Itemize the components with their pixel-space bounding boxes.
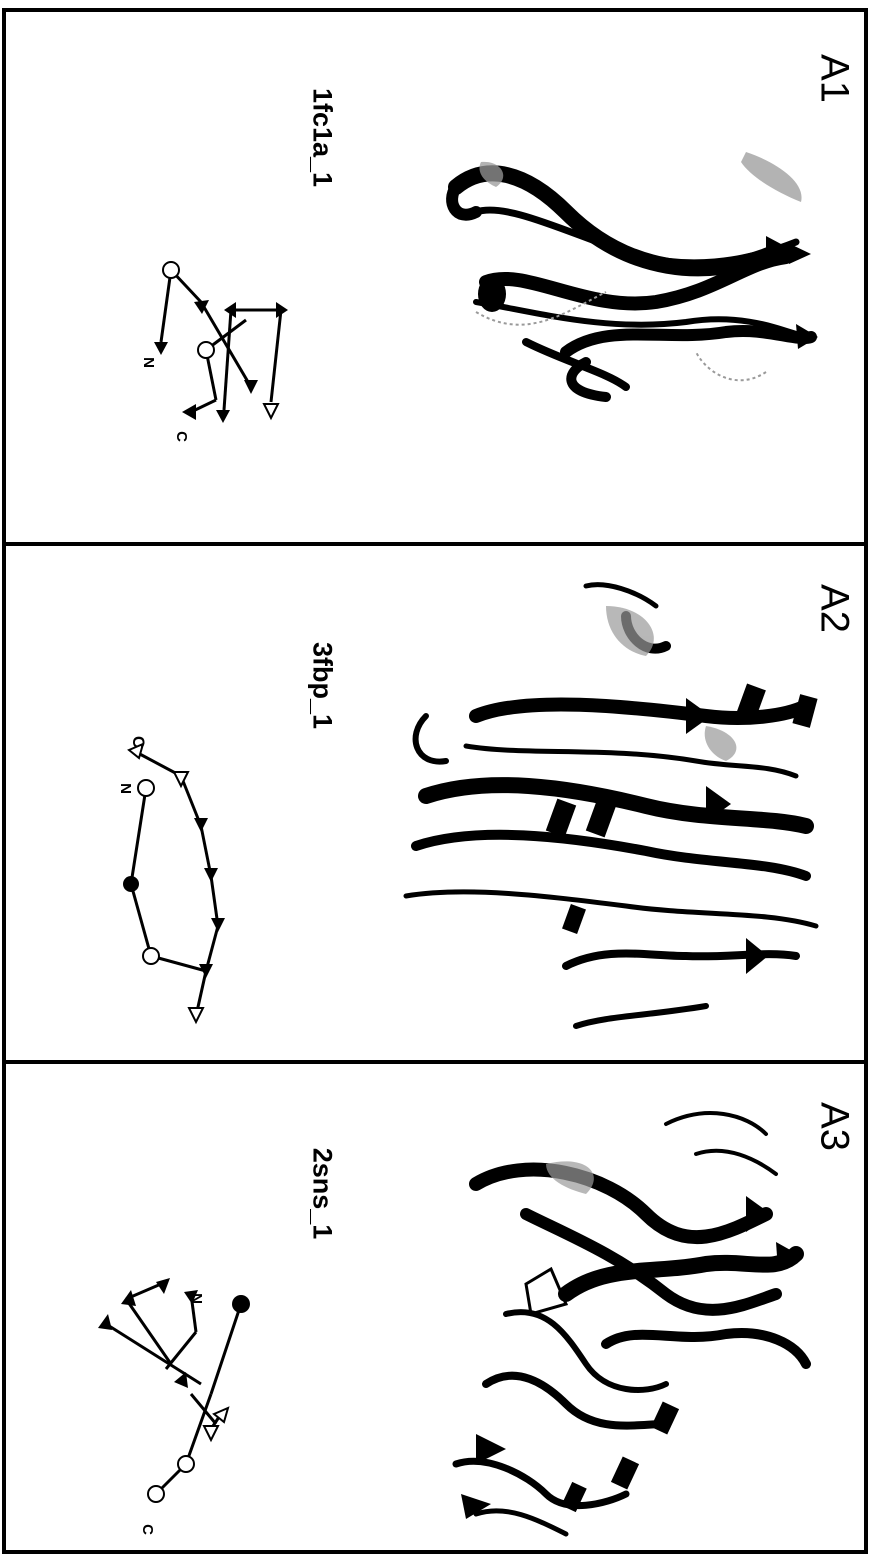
panel-a3-n-terminus: N [188,1293,205,1304]
panel-a2-n-terminus: N [117,783,134,794]
panel-a2-c-terminus: C [128,736,148,748]
panel-a1-n-terminus: N [140,357,157,368]
panel-a2-topology [6,546,864,1060]
panel-a2: A2 3fbp_1 [6,546,864,1060]
panel-a1: A1 1fc1a_1 [6,12,864,542]
panel-a3-c-terminus: C [139,1524,156,1535]
panel-a1-c-terminus: C [173,431,190,442]
panel-a3-topology [6,1064,864,1550]
panel-a3: A3 2sns_1 [6,1064,864,1550]
panel-a1-topology [6,12,864,542]
figure-frame: A1 1fc1a_1 [2,8,868,1554]
